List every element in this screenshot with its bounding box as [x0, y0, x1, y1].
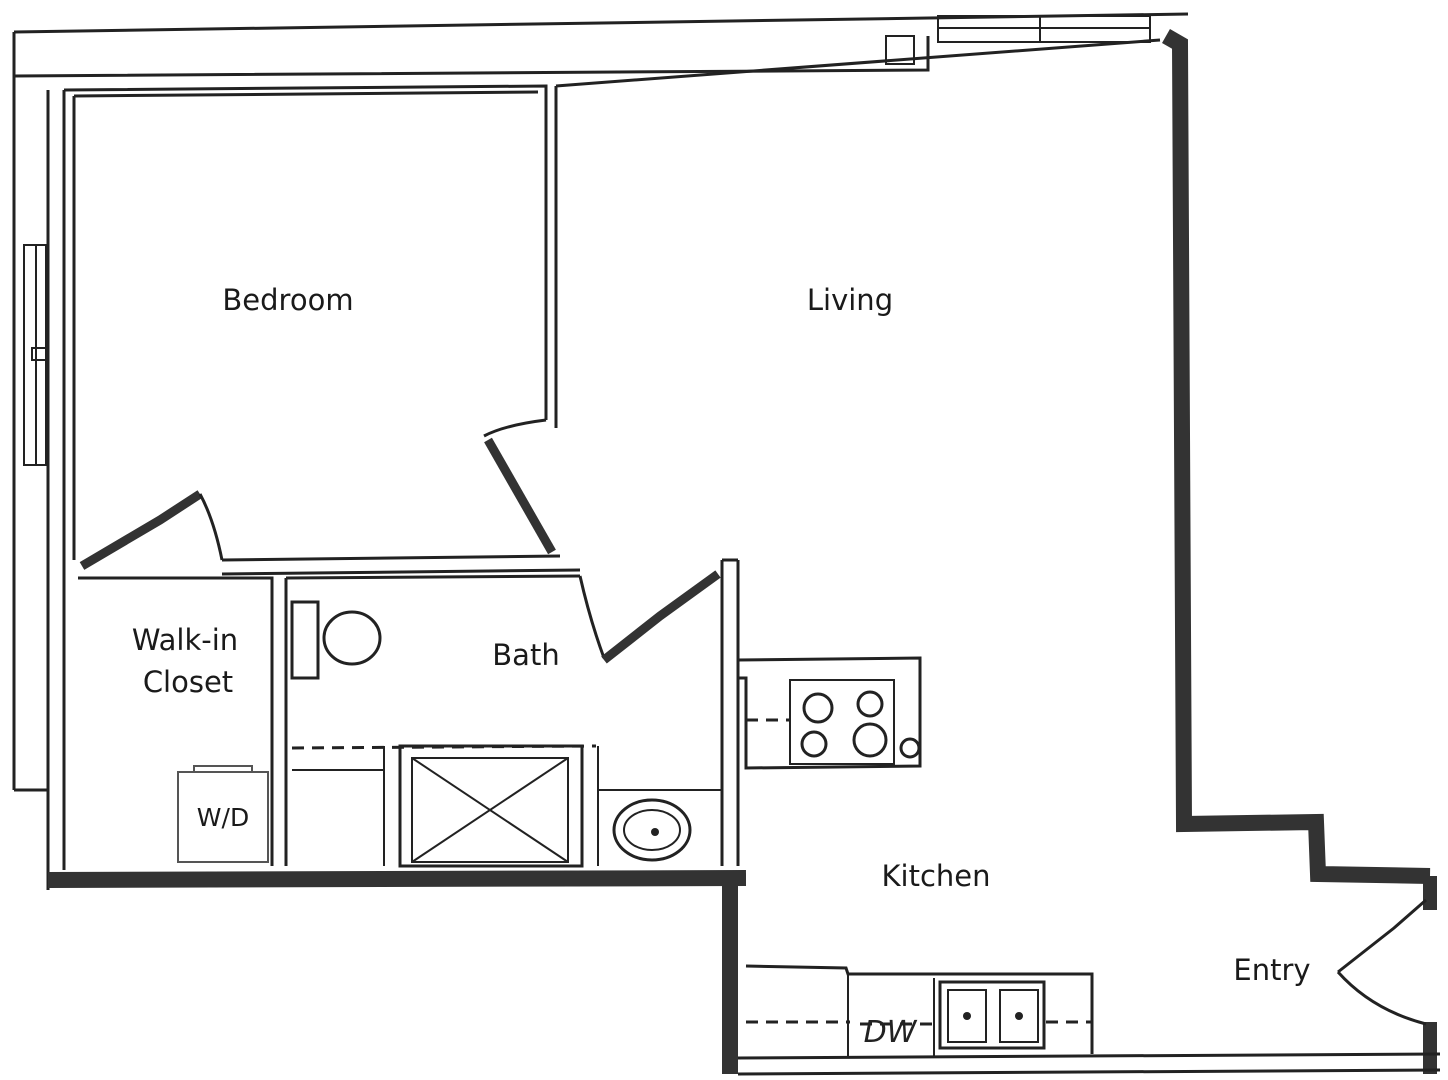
exterior-wall-left	[14, 90, 50, 890]
kitchen-sink	[938, 980, 1092, 1050]
interior-partitions	[78, 558, 740, 866]
room-label-living: Living	[807, 283, 893, 317]
exterior-wall-top	[12, 12, 1189, 790]
room-label-bedroom: Bedroom	[222, 283, 353, 317]
washer-dryer: W/D	[177, 765, 269, 863]
bedroom-door	[483, 418, 556, 555]
stove	[737, 656, 922, 770]
room-label-closet-line2: Closet	[143, 665, 233, 699]
exterior-wall-bottom	[737, 1052, 1441, 1076]
toilet	[290, 600, 382, 680]
closet-door	[79, 490, 224, 570]
bath-sink	[597, 746, 722, 866]
shower	[291, 744, 597, 868]
exterior-wall-heavy	[47, 29, 1437, 1074]
room-label-kitchen: Kitchen	[882, 859, 991, 893]
bath-door	[578, 570, 721, 664]
entry-door	[1336, 898, 1427, 1026]
room-label-closet-line1: Walk-in	[132, 623, 238, 657]
bedroom-walls	[62, 38, 1161, 870]
washer-dryer-label: W/D	[197, 803, 249, 832]
kitchen-counter: DW	[745, 964, 1094, 1056]
dishwasher-label: DW	[864, 1015, 918, 1050]
room-label-bath: Bath	[492, 638, 559, 672]
room-label-entry: Entry	[1233, 953, 1310, 987]
